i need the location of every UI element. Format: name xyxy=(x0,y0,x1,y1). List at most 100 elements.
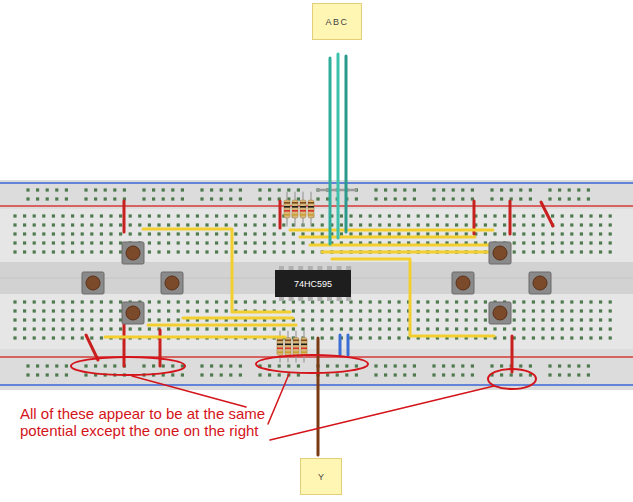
resistor-band xyxy=(284,206,290,208)
hole xyxy=(268,364,271,367)
node-text: 74HC595 xyxy=(294,279,332,289)
hole xyxy=(321,309,324,312)
hole xyxy=(90,318,93,321)
hole xyxy=(94,197,97,200)
resistor-symbol xyxy=(301,338,307,356)
hole xyxy=(568,188,571,191)
hole xyxy=(46,188,49,191)
label-holder: All of these appear to be at the same po… xyxy=(20,405,268,439)
hole xyxy=(152,197,155,200)
hole xyxy=(181,188,184,191)
hole xyxy=(551,241,554,244)
hole xyxy=(465,232,468,235)
hole xyxy=(148,318,151,321)
hole xyxy=(326,364,329,367)
hole xyxy=(513,300,516,303)
hole xyxy=(455,300,458,303)
hole xyxy=(100,214,103,217)
hole xyxy=(90,241,93,244)
resistor-band xyxy=(293,352,299,354)
hole xyxy=(378,327,381,330)
hole xyxy=(109,214,112,217)
hole xyxy=(171,188,174,191)
hole xyxy=(157,318,160,321)
hole xyxy=(445,318,448,321)
resistor-band xyxy=(277,344,283,346)
hole xyxy=(311,336,314,339)
hole xyxy=(541,214,544,217)
hole xyxy=(61,214,64,217)
hole xyxy=(23,300,26,303)
hole xyxy=(436,327,439,330)
hole xyxy=(561,232,564,235)
hole xyxy=(65,373,68,376)
hole xyxy=(455,214,458,217)
hole xyxy=(513,309,516,312)
hole xyxy=(55,188,58,191)
button-cap xyxy=(493,306,507,320)
hole xyxy=(234,241,237,244)
hole xyxy=(90,223,93,226)
node-text: Y xyxy=(318,472,324,482)
hole xyxy=(374,364,377,367)
hole xyxy=(278,188,281,191)
hole xyxy=(84,364,87,367)
hole xyxy=(522,327,525,330)
hole xyxy=(297,373,300,376)
hole xyxy=(171,197,174,200)
hole xyxy=(442,373,445,376)
hole xyxy=(13,250,16,253)
hole xyxy=(403,373,406,376)
hole xyxy=(359,309,362,312)
hole xyxy=(369,223,372,226)
hole xyxy=(84,188,87,191)
hole xyxy=(239,373,242,376)
hole xyxy=(513,241,516,244)
hole xyxy=(297,188,300,191)
hole xyxy=(162,188,165,191)
hole xyxy=(445,327,448,330)
hole xyxy=(394,364,397,367)
hole xyxy=(109,300,112,303)
hole xyxy=(220,197,223,200)
resistor-band xyxy=(300,210,306,212)
hole xyxy=(94,188,97,191)
hole xyxy=(541,241,544,244)
hole xyxy=(471,373,474,376)
hole xyxy=(244,214,247,217)
hole xyxy=(340,318,343,321)
hole xyxy=(397,327,400,330)
hole xyxy=(577,364,580,367)
hole xyxy=(33,214,36,217)
hole xyxy=(205,309,208,312)
hole xyxy=(81,214,84,217)
hole xyxy=(215,232,218,235)
hole xyxy=(461,373,464,376)
hole xyxy=(220,364,223,367)
push-button xyxy=(82,272,104,294)
hole xyxy=(369,336,372,339)
resistor-symbol xyxy=(284,200,290,218)
resistor-band xyxy=(292,210,298,212)
hole xyxy=(239,188,242,191)
hole xyxy=(229,364,232,367)
hole xyxy=(263,250,266,253)
hole xyxy=(587,197,590,200)
hole xyxy=(42,300,45,303)
hole xyxy=(484,223,487,226)
hole xyxy=(349,336,352,339)
hole xyxy=(239,364,242,367)
hole xyxy=(426,300,429,303)
hole xyxy=(148,309,151,312)
button-cap xyxy=(493,246,507,260)
hole xyxy=(561,300,564,303)
hole xyxy=(326,373,329,376)
hole xyxy=(292,232,295,235)
hole xyxy=(253,300,256,303)
push-button xyxy=(489,302,511,324)
hole xyxy=(263,223,266,226)
hole xyxy=(205,241,208,244)
hole xyxy=(162,197,165,200)
callout-ellipse xyxy=(488,369,536,389)
hole xyxy=(471,364,474,367)
